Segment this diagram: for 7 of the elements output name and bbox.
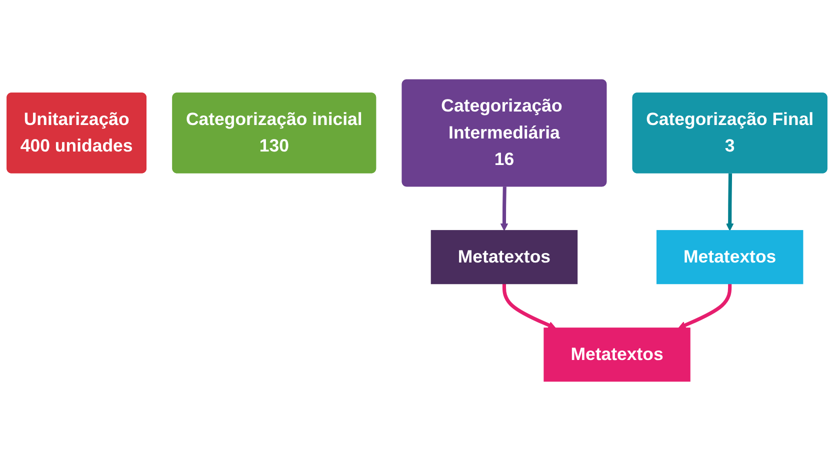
arrow <box>502 284 556 329</box>
arrow <box>678 284 732 329</box>
node-box: Metatextos <box>430 230 578 284</box>
node-box: Metatextos <box>544 328 690 382</box>
arrow <box>726 173 734 231</box>
node-box: Metatextos <box>656 230 804 284</box>
arrow <box>500 186 508 231</box>
